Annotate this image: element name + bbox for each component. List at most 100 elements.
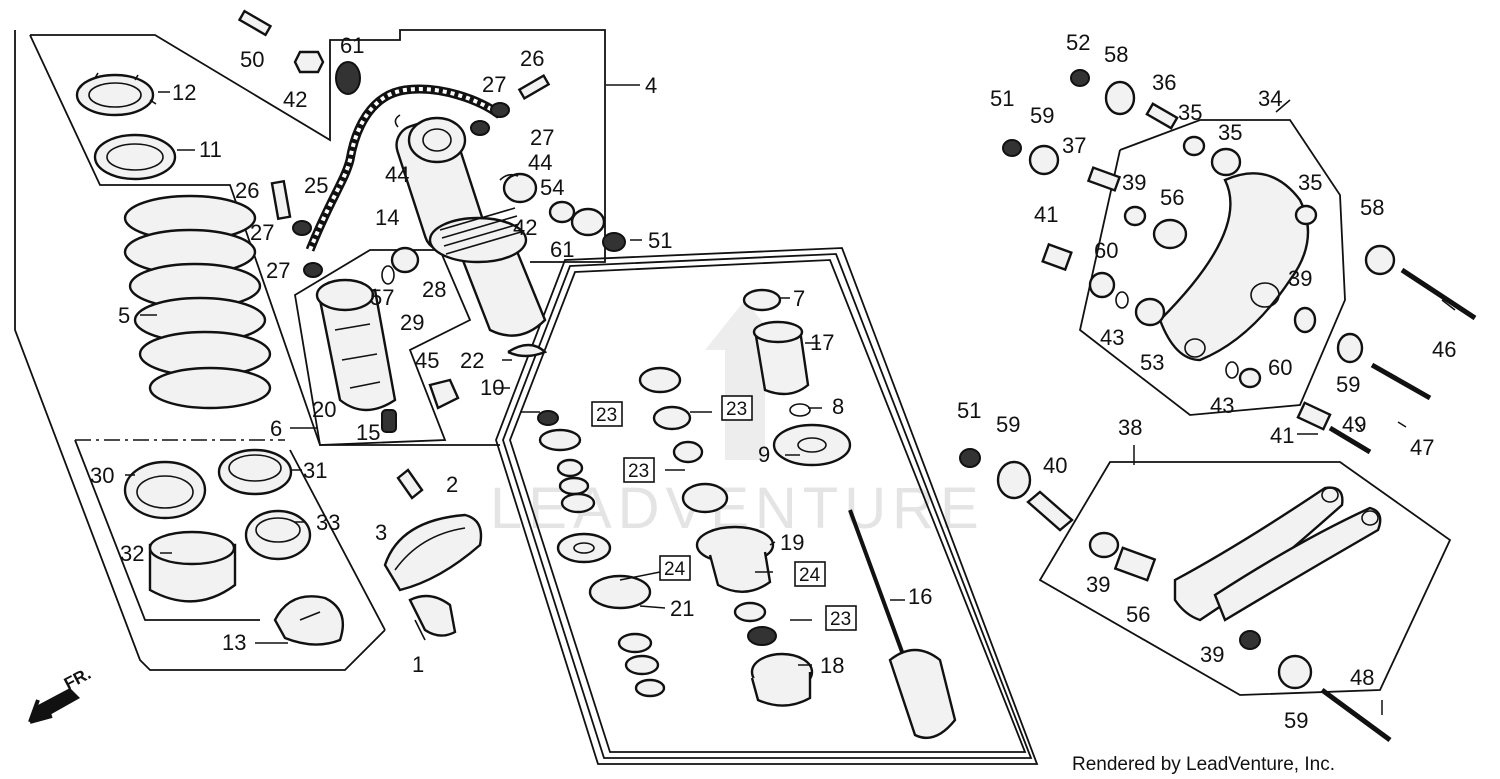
callout-25: 25 [304, 173, 328, 198]
callout-3: 3 [375, 520, 387, 545]
callout-41b: 41 [1270, 423, 1294, 448]
callout-42b: 42 [513, 215, 537, 240]
leader-lines [125, 84, 1456, 715]
reservoir-frame [294, 249, 472, 446]
callout-58a: 58 [1104, 42, 1128, 67]
callout-48: 48 [1350, 665, 1374, 690]
boxed-callout-24a: 24 [664, 559, 686, 580]
callout-51c: 51 [957, 398, 981, 423]
callout-51b: 51 [990, 86, 1014, 111]
callout-18: 18 [820, 653, 844, 678]
callout-43b: 43 [1210, 393, 1234, 418]
rocker-arm-frame [1078, 119, 1346, 416]
small-hardware-parts [237, 9, 626, 410]
callout-34: 34 [1258, 86, 1282, 111]
front-marker-label: FR. [61, 664, 94, 694]
callout-11: 11 [199, 137, 222, 162]
callout-5: 5 [118, 303, 130, 328]
callout-57: 57 [370, 285, 394, 310]
callout-27a: 27 [250, 220, 274, 245]
callout-30: 30 [90, 463, 114, 488]
callout-56a: 56 [1160, 185, 1184, 210]
callout-4: 4 [645, 73, 657, 98]
callout-41a: 41 [1034, 202, 1058, 227]
callout-33: 33 [316, 510, 340, 535]
callout-29: 29 [400, 310, 424, 335]
callout-50: 50 [240, 47, 264, 72]
reservoir-hose-part [305, 84, 503, 252]
adjuster-nut-part [93, 133, 177, 181]
callout-35b: 35 [1218, 120, 1242, 145]
callout-35c: 35 [1298, 170, 1322, 195]
callout-8: 8 [832, 394, 844, 419]
callout-26a: 26 [235, 178, 259, 203]
callout-27d: 27 [530, 125, 554, 150]
callout-39c: 39 [1086, 572, 1110, 597]
callout-54: 54 [540, 175, 564, 200]
callout-38: 38 [1118, 415, 1142, 440]
boxed-callout-23d: 23 [830, 609, 851, 630]
callout-39b: 39 [1288, 266, 1312, 291]
footer-credit: Rendered by LeadVenture, Inc. [1071, 754, 1335, 775]
link-arm-frame [1038, 461, 1452, 696]
link-arm-part [1088, 486, 1392, 743]
boxed-callout-23c: 23 [628, 461, 649, 482]
callout-10: 10 [480, 375, 504, 400]
shock-spring-part [123, 194, 272, 410]
callout-53: 53 [1140, 350, 1164, 375]
callout-22: 22 [460, 348, 484, 373]
callout-43a: 43 [1100, 325, 1124, 350]
boxed-callouts: 23 23 23 23 24 24 [591, 395, 857, 631]
callout-28: 28 [422, 277, 446, 302]
callout-60b: 60 [1268, 355, 1292, 380]
callout-13: 13 [222, 630, 246, 655]
shock-absorber-body-part [395, 116, 547, 337]
callout-12: 12 [172, 80, 196, 105]
callout-1: 1 [412, 652, 424, 677]
boxed-callout-23a: 23 [596, 405, 617, 426]
callout-21: 21 [670, 596, 694, 621]
spring-seat-parts [123, 448, 345, 646]
callout-59b: 59 [1336, 372, 1360, 397]
callout-47: 47 [1410, 435, 1434, 460]
callout-59c: 59 [996, 412, 1020, 437]
callout-59d: 59 [1284, 708, 1308, 733]
callout-labels: 1 2 3 4 5 6 7 8 9 10 11 12 13 14 15 16 1… [90, 30, 1456, 733]
callout-27c: 27 [482, 72, 506, 97]
callout-59a: 59 [1030, 103, 1054, 128]
lock-nut-part [75, 72, 157, 117]
boxed-callout-24b: 24 [799, 565, 821, 586]
callout-61b: 61 [550, 237, 574, 262]
callout-36: 36 [1152, 70, 1176, 95]
callout-45: 45 [415, 348, 439, 373]
right-bolts-parts [959, 244, 1477, 532]
front-direction-arrow-icon: FR. [28, 664, 94, 724]
callout-6: 6 [270, 416, 282, 441]
callout-37: 37 [1062, 133, 1086, 158]
callout-35a: 35 [1178, 100, 1202, 125]
callout-17: 17 [810, 330, 834, 355]
callout-32: 32 [120, 541, 144, 566]
callout-16: 16 [908, 584, 932, 609]
callout-9: 9 [758, 442, 770, 467]
callout-46: 46 [1432, 337, 1456, 362]
reservoir-bracket-parts [383, 468, 483, 641]
callout-44b: 44 [528, 150, 552, 175]
callout-2: 2 [446, 472, 458, 497]
callout-19: 19 [780, 530, 804, 555]
callout-31: 31 [303, 458, 327, 483]
callout-20: 20 [312, 397, 336, 422]
callout-39d: 39 [1200, 642, 1224, 667]
callout-40: 40 [1043, 453, 1067, 478]
callout-42a: 42 [283, 87, 307, 112]
callout-61a: 61 [340, 33, 364, 58]
callout-60a: 60 [1094, 238, 1118, 263]
reservoir-part [315, 278, 397, 433]
callout-56b: 56 [1126, 602, 1150, 627]
callout-14: 14 [375, 205, 399, 230]
left-assembly-frame [14, 29, 606, 671]
callout-15: 15 [356, 420, 380, 445]
callout-7: 7 [793, 286, 805, 311]
callout-51a: 51 [648, 228, 672, 253]
